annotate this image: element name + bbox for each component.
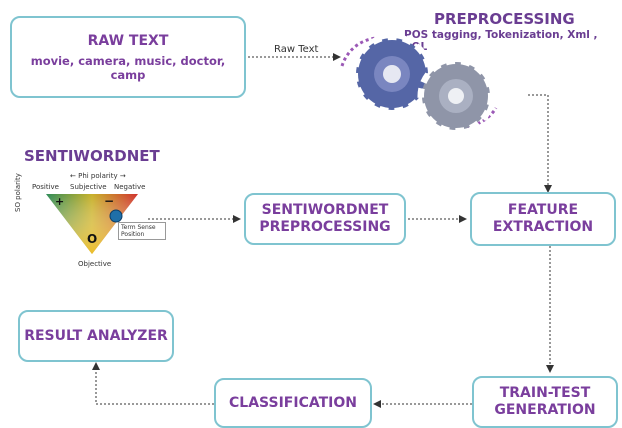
- phi-polarity-text: Phi polarity: [78, 172, 118, 180]
- classification-box[interactable]: CLASSIFICATION: [214, 378, 372, 428]
- objective-label: Objective: [78, 260, 112, 268]
- swn-preprocessing-line1: SENTIWORDNET: [261, 202, 389, 218]
- swn-preprocessing-line2: PREPROCESSING: [259, 219, 391, 235]
- minus-sign: −: [104, 194, 115, 208]
- preprocessing-title: PREPROCESSING: [434, 10, 575, 28]
- train-test-line1: TRAIN-TEST: [499, 385, 591, 401]
- negative-label: Negative: [114, 183, 146, 191]
- gears-icon: [340, 33, 498, 132]
- phi-polarity-label: ← Phi polarity →: [70, 172, 126, 180]
- polarity-triangle: [46, 194, 138, 254]
- plus-sign: +: [55, 195, 65, 208]
- feature-extraction-box[interactable]: FEATURE EXTRACTION: [470, 192, 616, 246]
- result-analyzer-box[interactable]: RESULT ANALYZER: [18, 310, 174, 362]
- o-sign: O: [87, 232, 98, 246]
- arrow-classification-to-result: [92, 362, 214, 405]
- sentiwordnet-preprocessing-box[interactable]: SENTIWORDNET PREPROCESSING: [244, 193, 406, 245]
- term-sense-position-label: Term Sense Position: [118, 222, 166, 240]
- feature-extraction-line1: FEATURE: [507, 202, 579, 218]
- raw-text-title: RAW TEXT: [87, 32, 169, 49]
- feature-extraction-line2: EXTRACTION: [492, 219, 594, 235]
- positive-label: Positive: [32, 183, 59, 191]
- sentiwordnet-title: SENTIWORDNET: [24, 147, 160, 165]
- train-test-line2: GENERATION: [494, 402, 596, 418]
- so-polarity-label: SO polarity: [14, 173, 22, 212]
- result-analyzer-label: RESULT ANALYZER: [24, 327, 168, 344]
- raw-text-box[interactable]: RAW TEXT movie, camera, music, doctor, c…: [10, 16, 246, 98]
- classification-label: CLASSIFICATION: [229, 394, 357, 411]
- arrow-preprocessing-to-feature: [528, 94, 552, 193]
- train-test-generation-box[interactable]: TRAIN-TEST GENERATION: [472, 376, 618, 428]
- raw-text-subtitle: movie, camera, music, doctor, camp: [30, 53, 226, 82]
- subjective-label: Subjective: [70, 183, 107, 191]
- raw-text-edge-label: Raw Text: [274, 44, 319, 55]
